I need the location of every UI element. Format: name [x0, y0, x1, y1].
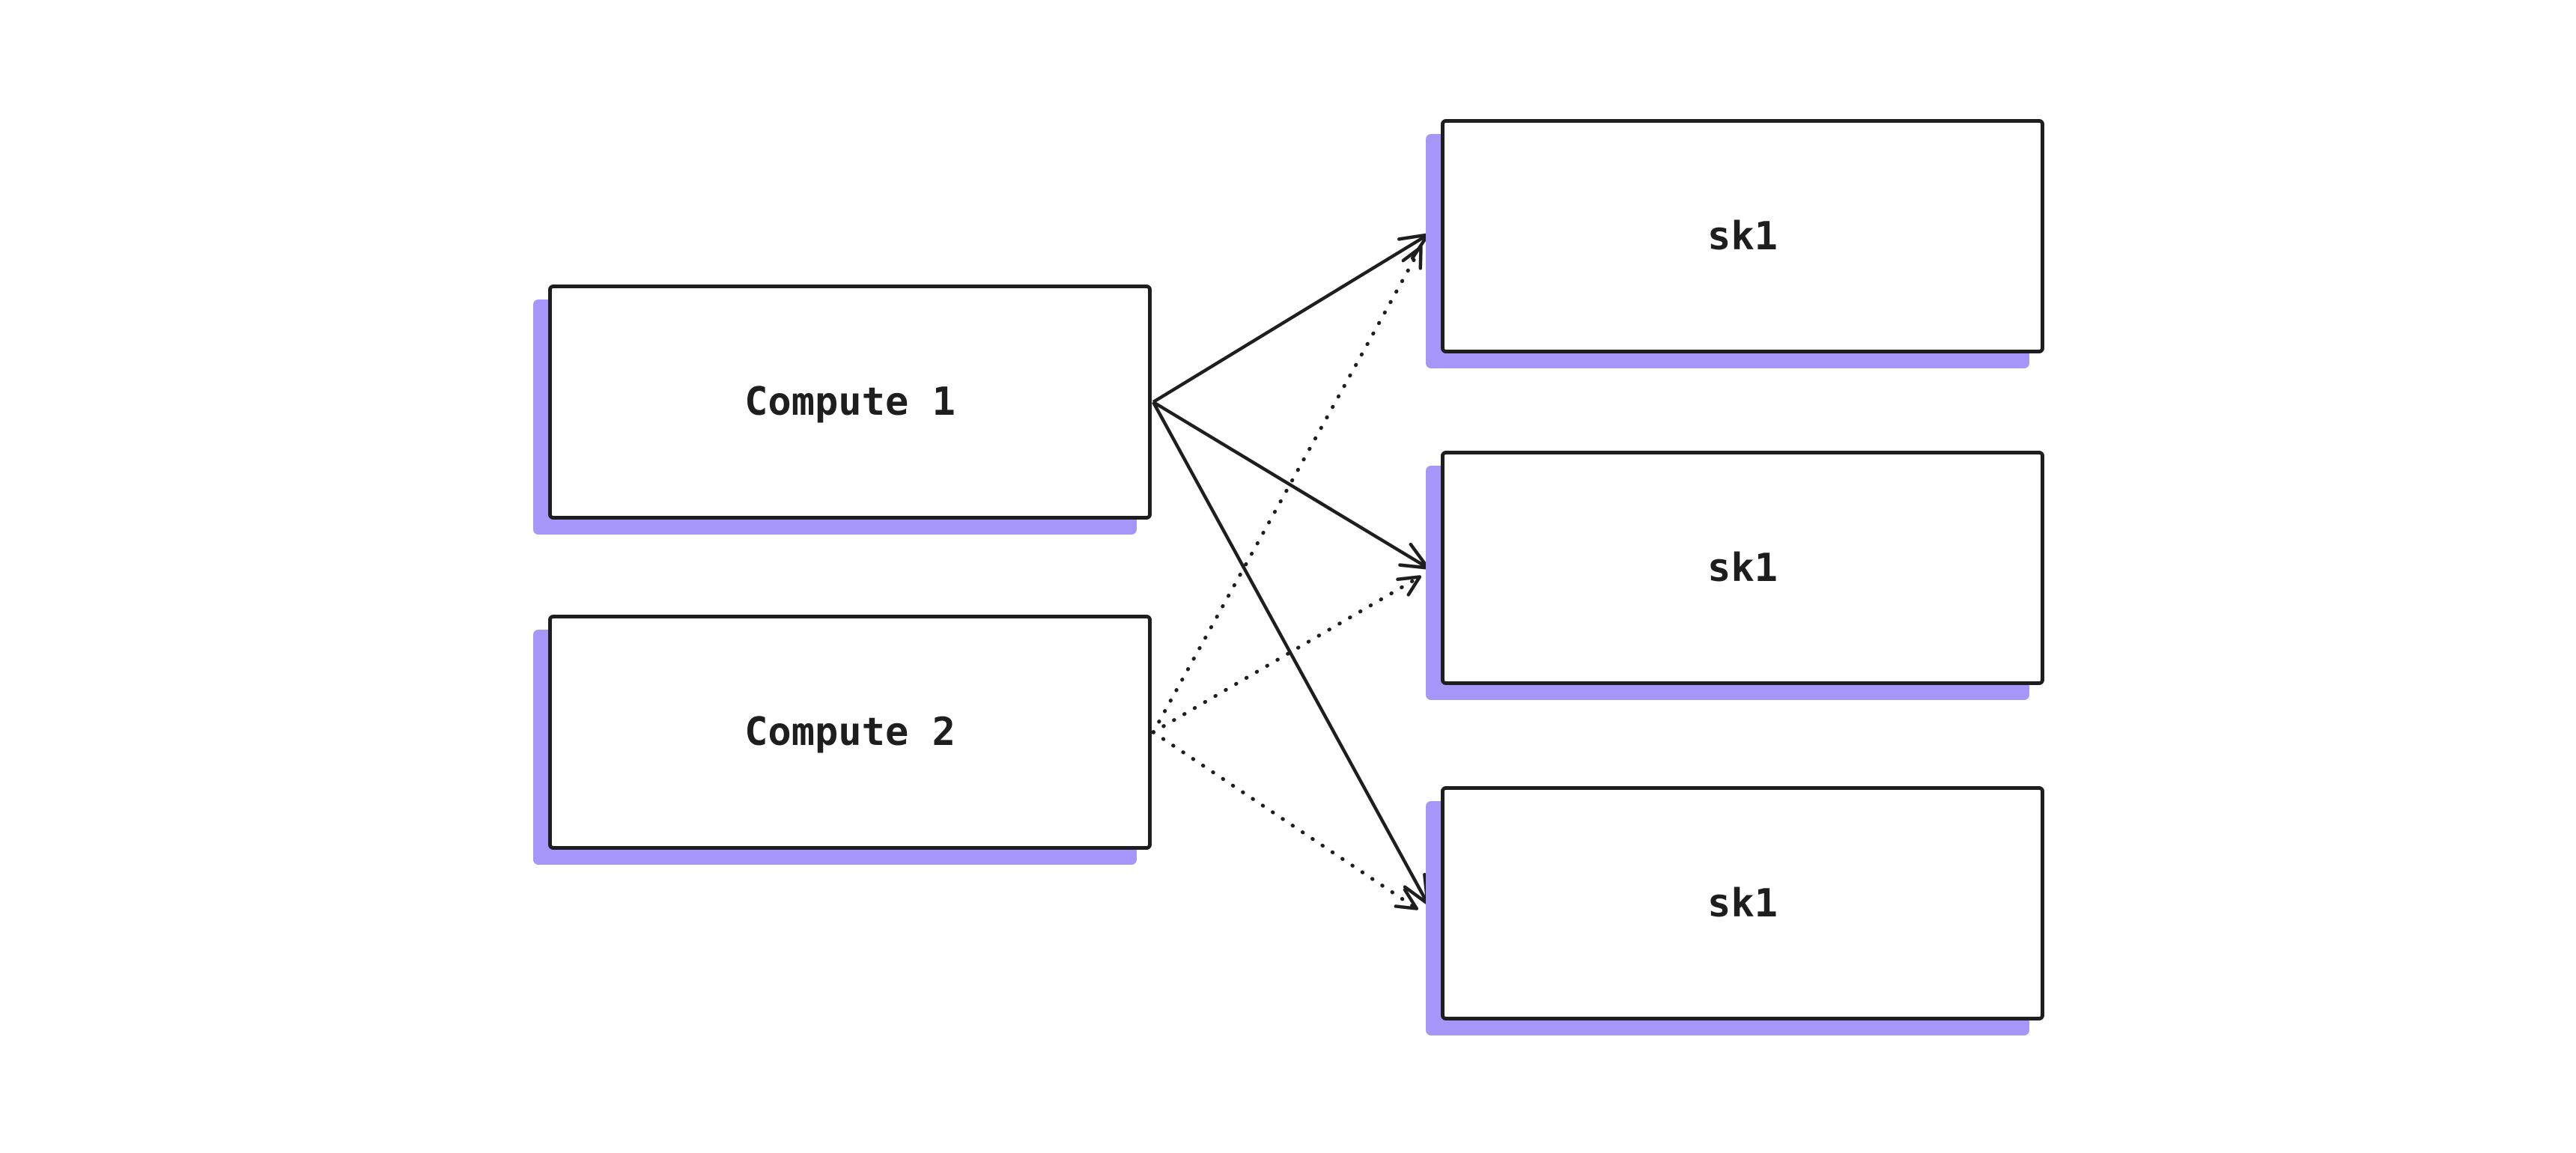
node-compute-1: Compute 1: [548, 285, 1152, 520]
edge-compute2-to-sk1-top: [1151, 245, 1423, 734]
edge-compute1-to-sk1-top: [1152, 233, 1430, 404]
node-sk1-bottom: sk1: [1441, 786, 2044, 1020]
node-compute-2-label: Compute 2: [744, 710, 956, 755]
node-sk1-bottom-label: sk1: [1707, 880, 1778, 926]
node-compute-1-label: Compute 1: [744, 380, 956, 425]
node-sk1-middle-label: sk1: [1707, 545, 1778, 591]
edge-compute1-to-sk1-middle: [1152, 401, 1430, 570]
node-sk1-top-label: sk1: [1707, 213, 1778, 259]
node-sk1-middle: sk1: [1441, 451, 2044, 685]
node-compute-2: Compute 2: [548, 615, 1152, 850]
edge-compute2-to-sk1-bottom: [1151, 730, 1419, 910]
edge-compute2-to-sk1-middle: [1151, 575, 1422, 734]
edge-compute1-to-sk1-bottom: [1152, 401, 1430, 906]
node-sk1-top: sk1: [1441, 119, 2044, 353]
